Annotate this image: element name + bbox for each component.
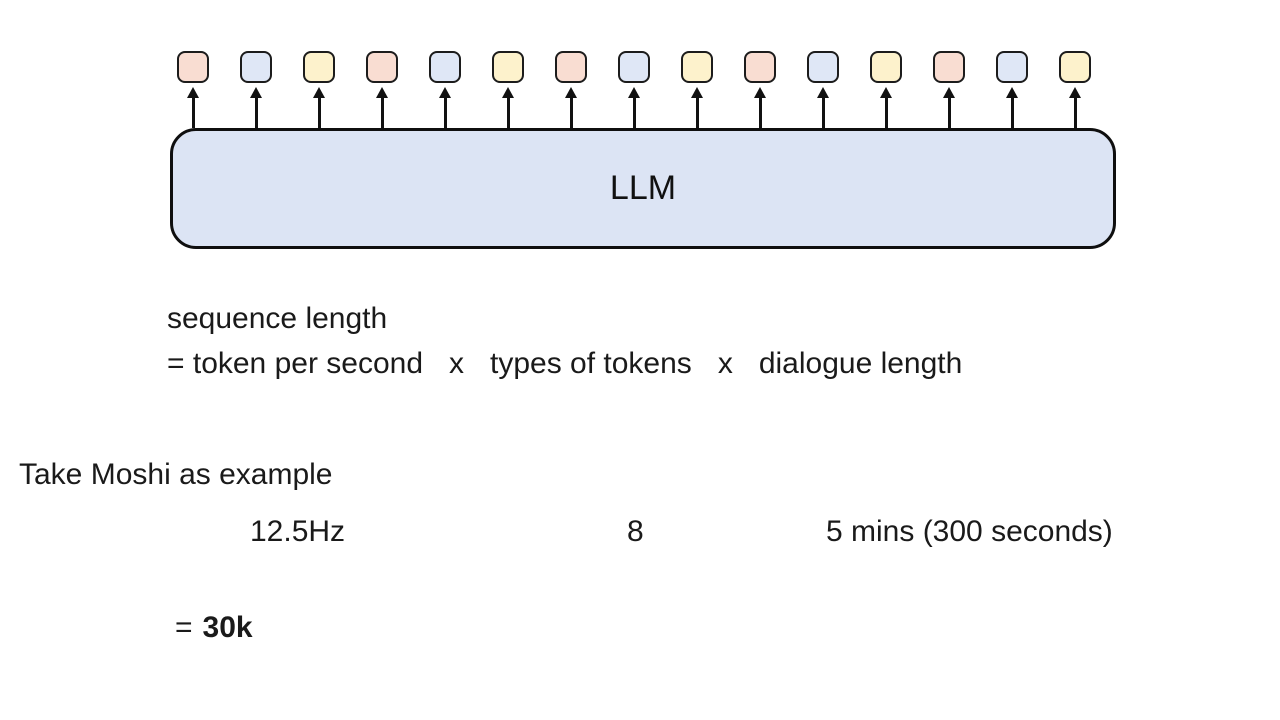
example-result: = 30k bbox=[175, 611, 253, 645]
multiply-operator-1: x bbox=[449, 347, 465, 380]
arrowhead bbox=[565, 87, 577, 98]
arrow-shaft bbox=[947, 98, 951, 128]
up-arrow-icon bbox=[312, 87, 326, 128]
up-arrow-icon bbox=[879, 87, 893, 128]
arrowhead bbox=[187, 87, 199, 98]
arrow-shaft bbox=[695, 98, 699, 128]
token-square-blue bbox=[996, 51, 1028, 83]
arrowhead bbox=[1069, 87, 1081, 98]
arrow-shaft bbox=[317, 98, 321, 128]
arrow-shaft bbox=[443, 98, 447, 128]
up-arrow-icon bbox=[753, 87, 767, 128]
token-square-blue bbox=[240, 51, 272, 83]
formula-lhs: = token per second bbox=[167, 347, 424, 380]
token-square-pink bbox=[177, 51, 209, 83]
token-square-yellow bbox=[681, 51, 713, 83]
token-square-yellow bbox=[870, 51, 902, 83]
token-square-pink bbox=[555, 51, 587, 83]
arrow-shaft bbox=[569, 98, 573, 128]
token-square-pink bbox=[366, 51, 398, 83]
example-heading: Take Moshi as example bbox=[19, 458, 333, 491]
arrow-shaft bbox=[506, 98, 510, 128]
arrow-shaft bbox=[758, 98, 762, 128]
arrow-shaft bbox=[884, 98, 888, 128]
up-arrow-icon bbox=[249, 87, 263, 128]
example-value-token-rate: 12.5Hz bbox=[250, 515, 346, 548]
example-value-token-types: 8 bbox=[627, 515, 644, 548]
token-square-yellow bbox=[303, 51, 335, 83]
arrow-shaft bbox=[254, 98, 258, 128]
up-arrow-icon bbox=[816, 87, 830, 128]
llm-box: LLM bbox=[170, 128, 1116, 249]
token-square-yellow bbox=[492, 51, 524, 83]
arrowhead bbox=[502, 87, 514, 98]
token-square-pink bbox=[933, 51, 965, 83]
arrowhead bbox=[376, 87, 388, 98]
arrow-shaft bbox=[632, 98, 636, 128]
arrow-shaft bbox=[1010, 98, 1014, 128]
multiply-operator-2: x bbox=[717, 347, 733, 380]
up-arrow-icon bbox=[438, 87, 452, 128]
token-square-yellow bbox=[1059, 51, 1091, 83]
token-square-blue bbox=[429, 51, 461, 83]
arrow-shaft bbox=[191, 98, 195, 128]
arrowhead bbox=[313, 87, 325, 98]
formula-term-token-types: types of tokens bbox=[490, 347, 692, 380]
formula-expression: = token per second x types of tokens x d… bbox=[167, 347, 962, 381]
result-value: 30k bbox=[202, 611, 253, 644]
arrowhead bbox=[817, 87, 829, 98]
example-value-dialogue-length: 5 mins (300 seconds) bbox=[826, 515, 1113, 548]
arrow-shaft bbox=[1073, 98, 1077, 128]
arrow-shaft bbox=[380, 98, 384, 128]
equals-sign: = bbox=[175, 611, 193, 644]
arrowhead bbox=[754, 87, 766, 98]
arrowhead bbox=[1006, 87, 1018, 98]
up-arrow-icon bbox=[1068, 87, 1082, 128]
arrowhead bbox=[880, 87, 892, 98]
arrowhead bbox=[628, 87, 640, 98]
up-arrow-icon bbox=[942, 87, 956, 128]
token-square-blue bbox=[807, 51, 839, 83]
up-arrow-icon bbox=[501, 87, 515, 128]
token-square-blue bbox=[618, 51, 650, 83]
token-square-pink bbox=[744, 51, 776, 83]
arrowhead bbox=[943, 87, 955, 98]
arrowhead bbox=[250, 87, 262, 98]
up-arrow-icon bbox=[690, 87, 704, 128]
up-arrow-icon bbox=[564, 87, 578, 128]
arrowhead bbox=[691, 87, 703, 98]
up-arrow-icon bbox=[1005, 87, 1019, 128]
arrowhead bbox=[439, 87, 451, 98]
up-arrow-icon bbox=[186, 87, 200, 128]
up-arrow-icon bbox=[375, 87, 389, 128]
arrow-shaft bbox=[821, 98, 825, 128]
llm-label: LLM bbox=[609, 169, 677, 207]
formula-title: sequence length bbox=[167, 302, 388, 335]
up-arrow-icon bbox=[627, 87, 641, 128]
formula-term-dialogue-length: dialogue length bbox=[758, 347, 963, 380]
